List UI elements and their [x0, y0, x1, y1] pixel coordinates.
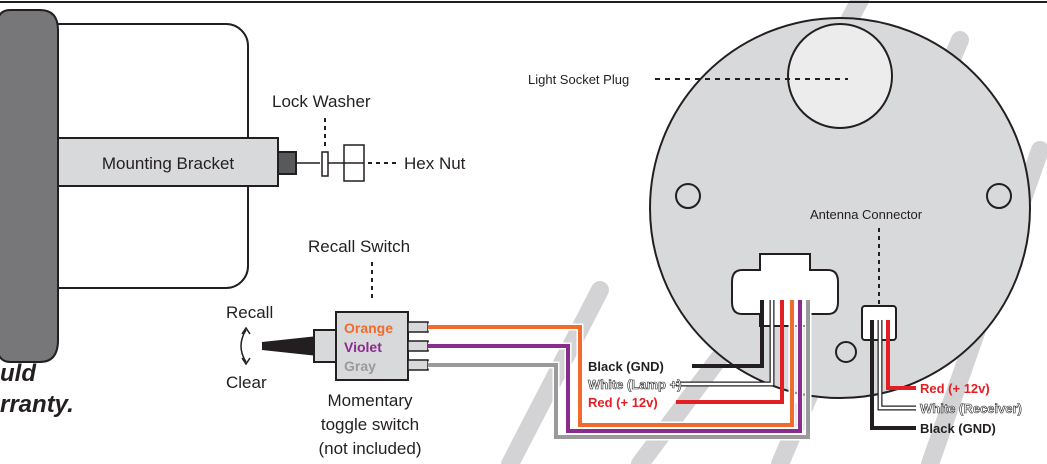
antenna-wiring	[870, 320, 916, 430]
gauge-bezel	[0, 9, 59, 363]
antenna-wire-red	[886, 320, 916, 390]
switch-wire-violet-label: Violet	[344, 339, 382, 355]
toggle-lever	[262, 336, 318, 356]
antenna-wire-white-label: White (Receiver)	[920, 401, 1022, 416]
warning-text-line1: uld	[0, 360, 37, 387]
gauge-side-view	[0, 9, 398, 363]
mounting-hole-bottom	[835, 341, 857, 363]
antenna-wire-red-label: Red (+ 12v)	[920, 381, 990, 396]
antenna-wire-white	[878, 320, 916, 410]
light-socket-plug	[787, 23, 893, 129]
mounting-hole-right	[986, 183, 1012, 209]
threaded-stud	[277, 151, 297, 175]
wire-red-12v	[676, 300, 784, 404]
switch-note-line3: (not included)	[318, 439, 421, 458]
switch-note-line1: Momentary	[327, 391, 413, 410]
toggle-arc-arrow	[240, 329, 247, 363]
antenna-wire-black-label: Black (GND)	[920, 421, 996, 436]
antenna-wire-black	[870, 320, 916, 430]
switch-wiring	[428, 300, 812, 441]
mounting-bracket	[57, 137, 279, 187]
switch-note-line2: toggle switch	[321, 415, 419, 434]
lock-washer	[321, 151, 329, 177]
wire-black-gnd	[692, 300, 764, 368]
switch-wire-gray-label: Gray	[344, 358, 376, 374]
antenna-connector-label: Antenna Connector	[810, 207, 923, 222]
wire-violet	[428, 300, 802, 433]
switch-body	[335, 311, 409, 381]
recall-label: Recall	[226, 303, 273, 322]
switch-wire-orange-label: Orange	[344, 320, 393, 336]
main-wire-red-label: Red (+ 12v)	[588, 395, 658, 410]
wire-gray	[428, 300, 810, 439]
main-wire-white-label: White (Lamp +)	[588, 377, 682, 392]
wire-orange	[428, 300, 794, 427]
mounting-hole-left	[675, 183, 701, 209]
warning-text-line2: rranty.	[0, 391, 74, 418]
main-wire-black-label: Black (GND)	[588, 359, 664, 374]
main-connector-wiring	[676, 300, 784, 404]
toggle-switch	[262, 311, 429, 381]
hex-nut-label: Hex Nut	[404, 154, 466, 173]
recall-switch-label: Recall Switch	[308, 237, 410, 256]
light-socket-plug-label: Light Socket Plug	[528, 72, 629, 87]
clear-label: Clear	[226, 373, 267, 392]
lock-washer-label: Lock Washer	[272, 92, 371, 111]
wire-white-lamp	[676, 300, 774, 386]
mounting-bracket-label: Mounting Bracket	[102, 154, 235, 173]
